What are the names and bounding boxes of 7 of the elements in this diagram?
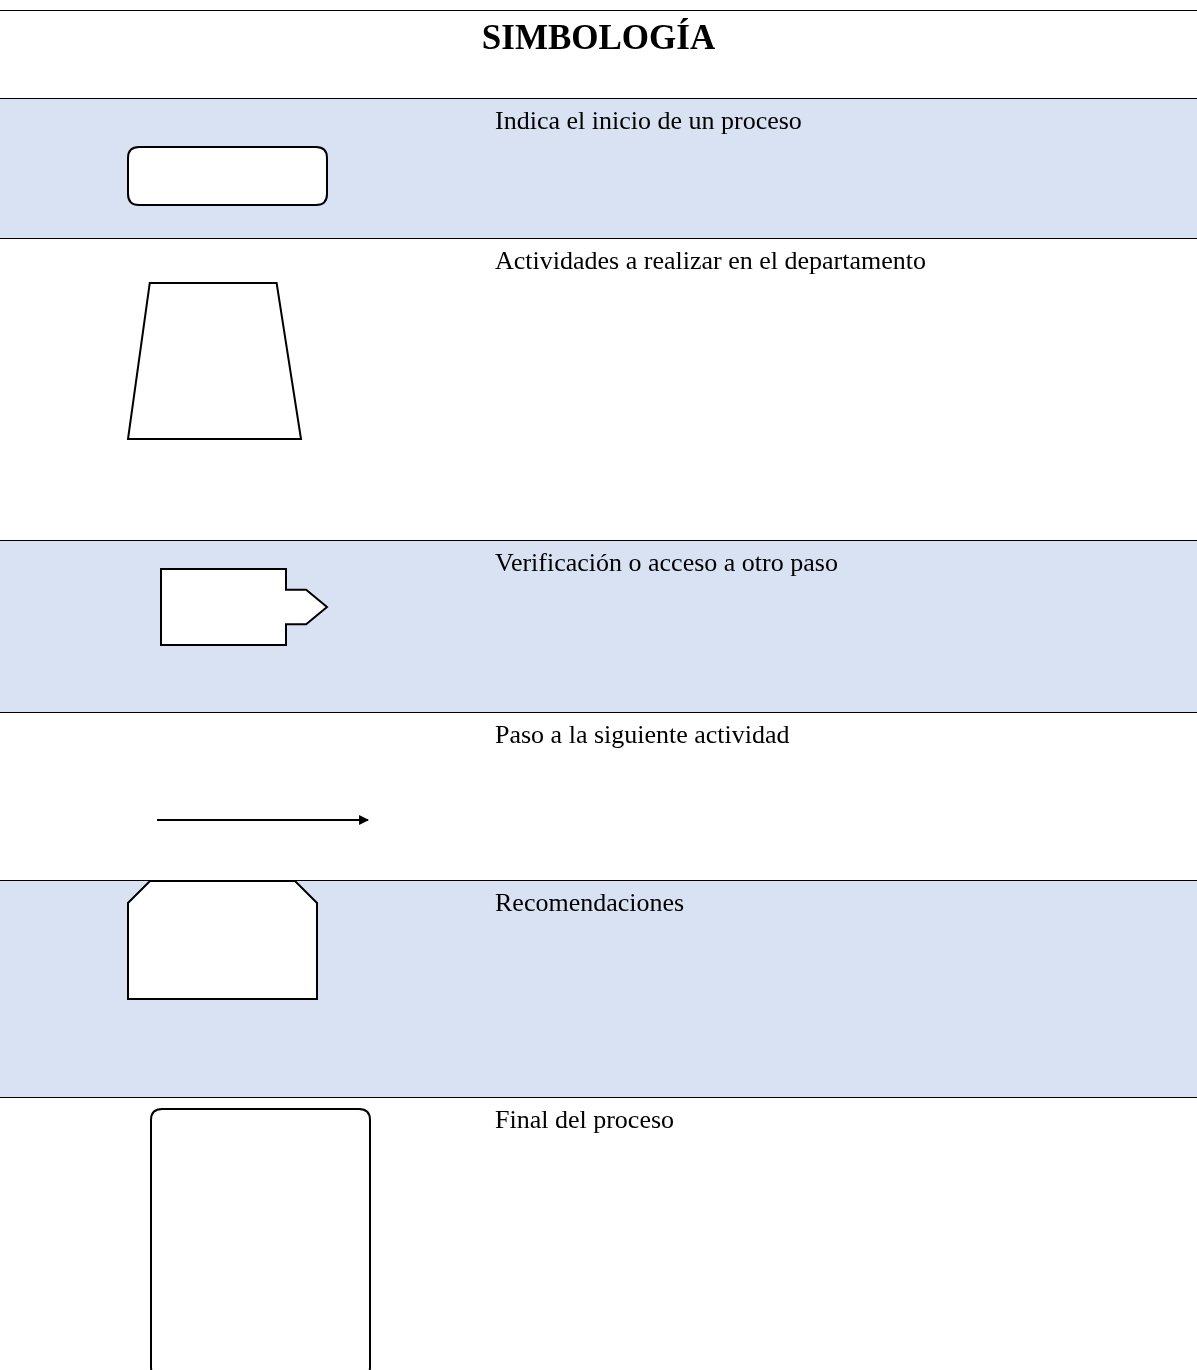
symbol-description: Indica el inicio de un proceso <box>495 106 802 136</box>
symbol-description: Final del proceso <box>495 1105 675 1135</box>
symbol-description: Paso a la siguiente actividad <box>495 720 790 750</box>
symbol-description: Actividades a realizar en el departamento <box>495 246 926 276</box>
symbol-description: Recomendaciones <box>495 888 685 918</box>
table-title: SIMBOLOGÍA <box>480 18 717 58</box>
symbol-description: Verificación o acceso a otro paso <box>495 548 838 578</box>
